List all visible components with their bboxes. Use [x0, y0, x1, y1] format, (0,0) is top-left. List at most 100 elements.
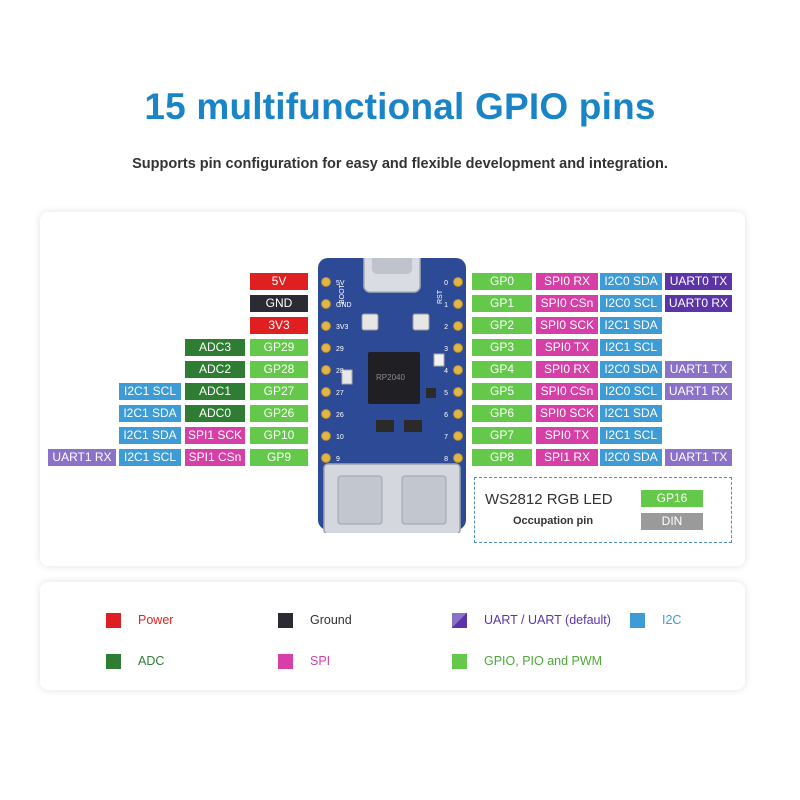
silk-label-left: 29: [336, 346, 344, 353]
silk-label-left: 10: [336, 434, 344, 441]
silk-label-right: 3: [444, 346, 448, 353]
legend-swatch-i2c: [630, 613, 645, 628]
pin-hole: [321, 409, 331, 419]
pin-hole: [453, 343, 463, 353]
silk-label-left: 9: [336, 456, 340, 463]
silk-label-right: 7: [444, 434, 448, 441]
pin-label-right: GP3: [472, 339, 532, 356]
pin-label-right: GP1: [472, 295, 532, 312]
pin-hole: [453, 277, 463, 287]
pin-hole: [321, 343, 331, 353]
pin-hole: [321, 321, 331, 331]
legend-label-gpio: GPIO, PIO and PWM: [484, 654, 603, 668]
pin-label-right: I2C1 SCL: [600, 427, 662, 444]
pin-label-right: SPI0 SCK: [536, 405, 598, 422]
legend-panel: [40, 582, 745, 690]
pin-label-right: SPI0 CSn: [536, 295, 598, 312]
pin-label-left: GP29: [250, 339, 308, 356]
silk-label-right: 5: [444, 390, 448, 397]
boot-label: BOOT: [339, 283, 346, 304]
silk-label-left: 3V3: [336, 324, 349, 331]
pin-label-right: GP8: [472, 449, 532, 466]
silk-label-left: GND: [336, 302, 352, 309]
pin-label-right: GP0: [472, 273, 532, 290]
legend-swatch-uart: [452, 613, 467, 628]
pin-hole: [321, 277, 331, 287]
led-din-tag: DIN: [641, 513, 703, 530]
pin-label-right: SPI0 RX: [536, 273, 598, 290]
pin-hole: [453, 431, 463, 441]
pin-label-right: SPI0 TX: [536, 427, 598, 444]
silk-label-left: 26: [336, 412, 344, 419]
pin-label-right: SPI1 RX: [536, 449, 598, 466]
pin-label-right: I2C1 SCL: [600, 339, 662, 356]
pin-label-right: GP5: [472, 383, 532, 400]
pin-label-left: ADC0: [185, 405, 245, 422]
pin-label-left: SPI1 CSn: [185, 449, 245, 466]
pin-hole: [321, 365, 331, 375]
pin-label-right: UART1 RX: [665, 383, 732, 400]
ws2812-led-box: WS2812 RGB LED Occupation pin GP16 DIN: [474, 477, 732, 543]
pin-label-left: SPI1 SCK: [185, 427, 245, 444]
legend-label-ground: Ground: [310, 613, 352, 627]
pin-hole: [321, 387, 331, 397]
pin-label-left: GP27: [250, 383, 308, 400]
legend-label-i2c: I2C: [662, 613, 682, 627]
pin-hole: [453, 299, 463, 309]
led-title: WS2812 RGB LED: [485, 491, 613, 508]
pin-label-right: I2C1 SDA: [600, 317, 662, 334]
pin-label-left: 3V3: [250, 317, 308, 334]
pin-label-left: I2C1 SCL: [119, 449, 181, 466]
pin-label-right: SPI0 CSn: [536, 383, 598, 400]
silk-label-right: 0: [444, 280, 448, 287]
rp2040-chip: [368, 352, 420, 404]
pin-label-left: ADC3: [185, 339, 245, 356]
legend-label-power: Power: [138, 613, 174, 627]
silk-label-left: 28: [336, 368, 344, 375]
pin-hole: [453, 453, 463, 463]
chip-marking: RP2040: [376, 373, 405, 382]
pin-hole: [453, 365, 463, 375]
rst-label: RST: [437, 289, 444, 304]
pin-label-right: I2C0 SDA: [600, 449, 662, 466]
legend-swatch-ground: [278, 613, 293, 628]
pin-hole: [321, 453, 331, 463]
led-gpio-tag: GP16: [641, 490, 703, 507]
boot-button-icon: [361, 313, 379, 331]
pin-label-left: GND: [250, 295, 308, 312]
pin-label-right: SPI0 TX: [536, 339, 598, 356]
silk-label-right: 2: [444, 324, 448, 331]
reset-button-icon: [412, 313, 430, 331]
page-subtitle: Supports pin configuration for easy and …: [132, 156, 668, 172]
pin-label-right: UART1 TX: [665, 361, 732, 378]
pin-label-left: 5V: [250, 273, 308, 290]
pin-label-left: I2C1 SCL: [119, 383, 181, 400]
pin-label-right: SPI0 SCK: [536, 317, 598, 334]
pin-hole: [453, 409, 463, 419]
pin-label-right: I2C0 SCL: [600, 383, 662, 400]
pin-hole: [453, 387, 463, 397]
legend-swatch-gpio: [452, 654, 467, 669]
silk-label-right: 6: [444, 412, 448, 419]
pin-label-right: GP6: [472, 405, 532, 422]
legend-label-spi: SPI: [310, 654, 331, 668]
legend-label-uart: UART / UART (default): [484, 613, 611, 627]
pin-label-left: ADC2: [185, 361, 245, 378]
legend-swatch-spi: [278, 654, 293, 669]
legend-swatch-adc: [106, 654, 121, 669]
silk-label-right: 4: [444, 368, 448, 375]
legend-label-adc: ADC: [138, 654, 165, 668]
pin-label-right: GP7: [472, 427, 532, 444]
silk-label-left: 27: [336, 390, 344, 397]
pin-label-right: I2C0 SCL: [600, 295, 662, 312]
pin-label-left: GP28: [250, 361, 308, 378]
pin-label-right: UART0 TX: [665, 273, 732, 290]
pin-label-right: UART1 TX: [665, 449, 732, 466]
pin-label-right: I2C0 SDA: [600, 361, 662, 378]
page-title: 15 multifunctional GPIO pins: [144, 86, 656, 127]
silk-label-right: 1: [444, 302, 448, 309]
legend-swatch-power: [106, 613, 121, 628]
pin-label-left: GP9: [250, 449, 308, 466]
pin-hole: [321, 299, 331, 309]
